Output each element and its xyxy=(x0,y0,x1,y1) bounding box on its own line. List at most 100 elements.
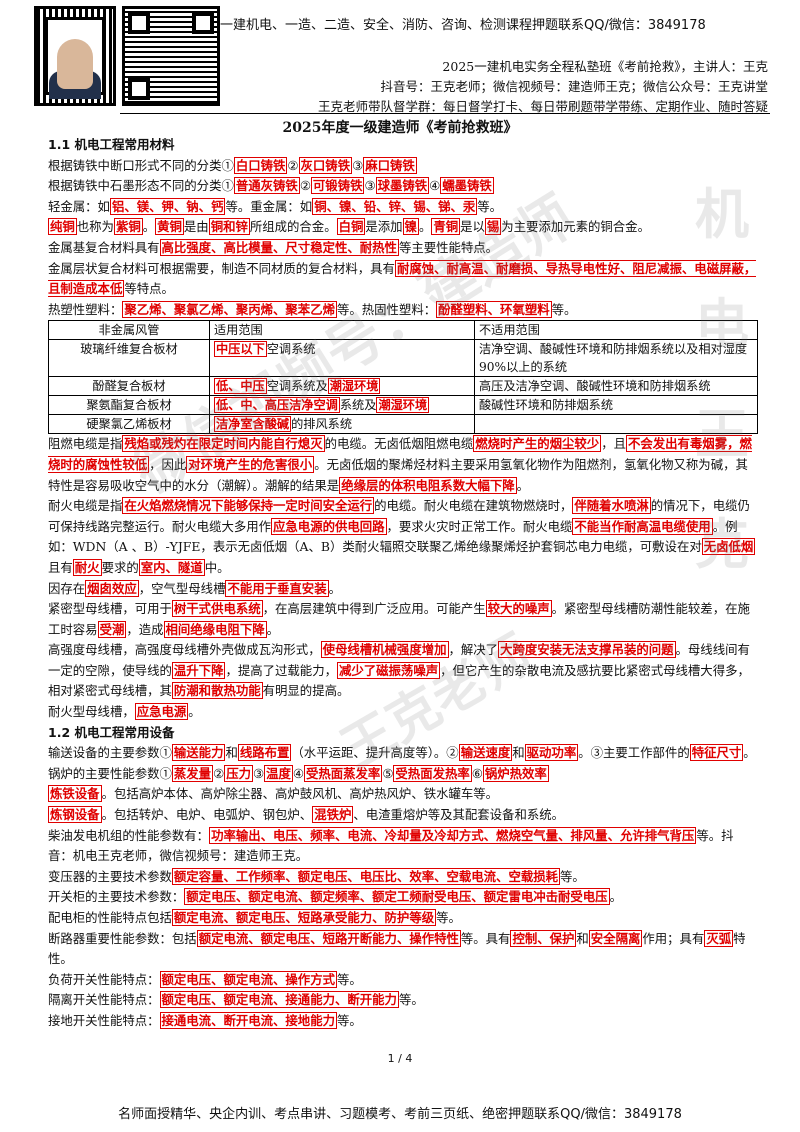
body-text: 锅炉的主要性能参数① xyxy=(48,765,172,781)
body-text: 。 xyxy=(516,477,530,493)
key-point-highlight: 炼钢设备 xyxy=(48,806,102,824)
body-text: 接地开关性能特点： xyxy=(48,1012,160,1028)
paragraph: 耐火电缆是指在火焰燃烧情况下能够保持一定时间安全运行的电缆。耐火电缆在建筑物燃烧… xyxy=(48,496,758,578)
body-text: 等。具有 xyxy=(460,930,511,946)
paragraph: 开关柜的主要技术参数：额定电压、额定电流、额定频率、额定工频耐受电压、额定雷电冲… xyxy=(48,887,758,908)
key-point-highlight: 对环境产生的危害很小 xyxy=(186,455,315,473)
body-text: 所组成的合金。 xyxy=(249,219,337,235)
body-text: 负荷开关性能特点： xyxy=(48,971,160,987)
key-point-highlight: 在火焰燃烧情况下能够保持一定时间安全运行 xyxy=(122,497,375,515)
body-text: 。包括转炉、电炉、电弧炉、钢包炉、 xyxy=(101,807,313,823)
key-point-highlight: 不会发出有毒烟雾，燃烧时的腐蚀性较低 xyxy=(48,435,752,473)
key-point-highlight: 额定电流、额定电压、短路开断能力、操作特性 xyxy=(196,929,461,947)
table-header: 适用范围 xyxy=(209,320,475,341)
body-text: 隔离开关性能特点： xyxy=(48,992,160,1008)
key-point-highlight: 不能当作耐高温电缆使用 xyxy=(572,517,713,535)
paragraph: 热塑性塑料：聚乙烯、聚氯乙烯、聚丙烯、聚苯乙烯等。热固性塑料：酚醛塑料、环氧塑料… xyxy=(48,300,758,321)
key-point-highlight: 白口铸铁 xyxy=(233,156,288,174)
paragraph: 高强度母线槽，高强度母线槽外壳做成瓦沟形式，使母线槽机械强度增加，解决了大跨度安… xyxy=(48,640,758,702)
body-text: 的情况下，电缆仍可保持线路完整运行。耐火电缆大多用作 xyxy=(48,498,750,534)
paragraph: 隔离开关性能特点：额定电压、额定电流、接通能力、断开能力等。 xyxy=(48,990,758,1011)
applicable-range: 低、中压空调系统及潮湿环境 xyxy=(209,376,475,397)
body-text: ⑥ xyxy=(471,765,483,781)
contact-banner: 一建机电、一造、二造、安全、消防、咨询、检测课程押题联系QQ/微信：384917… xyxy=(220,18,706,33)
paragraph: 因存在烟囱效应，空气型母线槽不能用于垂直安装。 xyxy=(48,579,758,600)
key-point-highlight: 受热面蒸发率 xyxy=(303,764,383,782)
body-text: ，在高层建筑中得到广泛应用。可能产生 xyxy=(262,601,486,617)
key-point-highlight: 受热面发热率 xyxy=(393,764,472,782)
body-text: ，但它产生的杂散电流及感抗要比紧密式母线槽大得多，相对紧密式母线槽，其 xyxy=(48,662,750,699)
key-point-highlight: 普通灰铸铁 xyxy=(233,177,300,195)
key-point-highlight: 酚醛塑料、环氧塑料 xyxy=(436,300,552,318)
key-point-highlight: 压力 xyxy=(224,764,253,782)
body-text: 断路器重要性能参数：包括 xyxy=(48,930,197,946)
body-text: 配电柜的性能特点包括 xyxy=(48,910,172,925)
key-point-highlight: 蒸发量 xyxy=(171,764,214,782)
body-text: 为主要添加元素的铜合金。 xyxy=(501,219,650,235)
body-text: 根据铸铁中断口形式不同的分类① xyxy=(48,157,234,173)
key-point-highlight: 铜、镍、铅、锌、锡、锑、汞 xyxy=(312,197,478,215)
material-name: 酚醛复合板材 xyxy=(48,376,210,397)
table-header-row: 非金属风管 适用范围 不适用范围 xyxy=(48,320,758,341)
paragraph: 纯铜也称为紫铜。黄铜是由铜和锌所组成的合金。白铜是添加镍。青铜是以锡为主要添加元… xyxy=(48,217,758,238)
material-name: 玻璃纤维复合板材 xyxy=(48,339,210,378)
body-text: 是添加 xyxy=(365,219,403,235)
key-point-highlight: 炼铁设备 xyxy=(48,785,102,803)
body-text: 要求的 xyxy=(101,559,139,575)
body-text: ④ xyxy=(292,765,304,781)
body-text: 中。 xyxy=(204,559,230,575)
body-text: ② xyxy=(299,178,311,194)
key-point-highlight: 球墨铸铁 xyxy=(375,177,430,195)
key-point-highlight: 洁净室含酸碱 xyxy=(214,416,292,433)
key-point-highlight: 混铁炉 xyxy=(312,806,354,824)
key-point-highlight: 较大的噪声 xyxy=(485,600,552,618)
key-point-highlight: 额定电流、额定电压、短路承受能力、防护等级 xyxy=(171,909,437,926)
not-applicable-range xyxy=(474,414,758,435)
key-point-highlight: 特征尺寸 xyxy=(689,744,744,762)
body-text: 轻金属：如 xyxy=(48,198,110,214)
applicable-range: 洁净室含酸碱的排风系统 xyxy=(209,414,475,435)
key-point-highlight: 伴随着水喷淋 xyxy=(572,497,651,515)
body-text: 热塑性塑料： xyxy=(48,301,123,317)
body-text: 和 xyxy=(576,930,589,946)
key-point-highlight: 锡 xyxy=(484,218,502,236)
not-applicable-range: 酸碱性环境和防排烟系统 xyxy=(474,395,758,416)
body-text: 。例如：WDN（A 、B）-YJFE，表示无卤低烟（A、B）类耐火辐照交联聚乙烯… xyxy=(48,518,738,555)
key-point-highlight: 使母线槽机械强度增加 xyxy=(320,641,449,659)
body-text: 等。 xyxy=(560,868,585,884)
duct-material-table: 非金属风管 适用范围 不适用范围 玻璃纤维复合板材 中压以下空调系统 洁净空调、… xyxy=(48,320,758,435)
paragraph: 耐火型母线槽，应急电源。 xyxy=(48,702,758,723)
applicable-range: 低、中、高压洁净空调系统及潮湿环境 xyxy=(209,395,475,416)
body-text: 空调系统 xyxy=(266,342,316,357)
body-text: 柴油发电机组的性能参数有： xyxy=(48,827,210,843)
body-text: 。包括高炉本体、高炉除尘器、高炉鼓风机、高炉热风炉、铁水罐车等。 xyxy=(101,786,499,802)
key-point-highlight: 应急电源的供电回路 xyxy=(271,517,387,535)
body-text: ，空气型母线槽 xyxy=(138,580,226,596)
body-text: ③ xyxy=(364,178,376,194)
body-text: ，且 xyxy=(601,436,626,452)
key-point-highlight: 镍 xyxy=(402,218,419,236)
key-point-highlight: 可锻铸铁 xyxy=(310,177,365,195)
body-text: 且有 xyxy=(48,559,73,575)
key-point-highlight: 潮湿环境 xyxy=(327,378,381,395)
body-text: 紧密型母线槽，可用于 xyxy=(48,601,172,617)
key-point-highlight: 无卤低烟 xyxy=(701,538,756,556)
key-point-highlight: 额定电压、额定电流、额定频率、额定工频耐受电压、额定雷电冲击耐受电压 xyxy=(184,888,610,906)
key-point-highlight: 额定电压、额定电流、接通能力、断开能力 xyxy=(159,991,399,1009)
profile-qr-code xyxy=(34,6,116,106)
body-text: ② xyxy=(213,765,225,781)
body-text: 和 xyxy=(512,745,525,761)
table-header: 不适用范围 xyxy=(474,320,758,341)
body-text: 也称为 xyxy=(76,219,114,235)
key-point-highlight: 应急电源 xyxy=(134,703,189,721)
key-point-highlight: 灰口铸铁 xyxy=(298,156,353,174)
paragraph: 阻燃电缆是指残焰或残灼在限定时间内能自行熄灭的电缆。无卤低烟阻燃电缆燃烧时产生的… xyxy=(48,434,758,496)
body-text: 是以 xyxy=(460,219,485,235)
key-point-highlight: 聚乙烯、聚氯乙烯、聚丙烯、聚苯乙烯 xyxy=(122,300,337,318)
body-text: 等。重金属：如 xyxy=(225,198,313,214)
body-text: ④ xyxy=(429,178,441,194)
key-point-highlight: 相间绝缘电阻下降 xyxy=(163,620,267,638)
key-point-highlight: 驱动功率 xyxy=(524,744,579,762)
